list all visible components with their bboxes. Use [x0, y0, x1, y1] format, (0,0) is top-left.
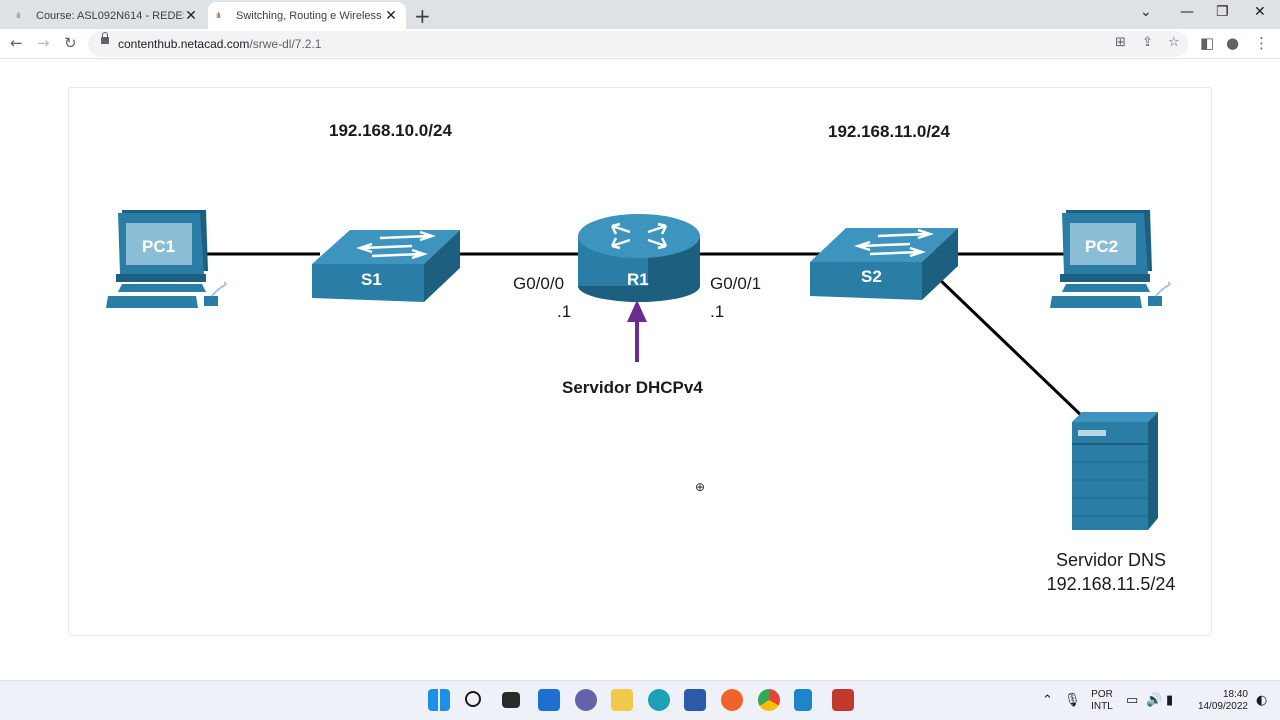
ip-label-right: .1 [710, 302, 725, 321]
reload-icon[interactable]: ↻ [64, 34, 77, 52]
restore-icon[interactable]: ❐ [1216, 4, 1229, 20]
pc2-label: PC2 [1085, 237, 1119, 256]
network-label-right: 192.168.11.0/24 [828, 122, 950, 141]
chrome-icon[interactable] [758, 689, 780, 711]
volume-icon[interactable]: 🔊 [1146, 693, 1163, 708]
tab-strip: ılı Course: ASL092N614 - REDES DE ✕ ılı … [0, 0, 1280, 29]
profile-icon[interactable]: ● [1226, 34, 1240, 52]
s1-label: S1 [361, 270, 382, 289]
lock-icon [101, 32, 109, 44]
windows-start-icon[interactable] [428, 689, 450, 711]
widgets-icon[interactable] [538, 689, 560, 711]
tab-switching-routing[interactable]: ılı Switching, Routing e Wireless Es ✕ [208, 2, 406, 29]
back-icon[interactable]: ← [10, 34, 23, 52]
new-tab-button[interactable]: + [414, 4, 431, 28]
dhcp-arrow [627, 300, 647, 362]
cisco-icon: ılı [216, 11, 221, 20]
language-indicator[interactable]: POR INTL [1088, 689, 1116, 713]
r1-router-icon [578, 214, 700, 302]
menu-icon[interactable]: ⋮ [1254, 34, 1269, 52]
address-bar[interactable]: contenthub.netacad.com/srwe-dl/7.2.1 ⊞ ⇪… [88, 31, 1188, 57]
keyboard-layout: INTL [1091, 701, 1113, 712]
dns-server-icon [1072, 412, 1158, 530]
browser-toolbar: ← → ↻ contenthub.netacad.com/srwe-dl/7.2… [0, 29, 1280, 59]
clock-date: 14/09/2022 [1197, 701, 1248, 712]
clock[interactable]: 18:40 14/09/2022 [1190, 689, 1248, 713]
page-content: 192.168.10.0/24 192.168.11.0/24 PC1 PC2 … [0, 60, 1280, 680]
tab-title: Course: ASL092N614 - REDES DE [36, 9, 184, 22]
chat-icon[interactable] [575, 689, 597, 711]
close-window-icon[interactable]: ✕ [1254, 4, 1266, 20]
link-s2-dns [936, 276, 1086, 420]
network-label-left: 192.168.10.0/24 [329, 121, 452, 140]
store-icon[interactable] [684, 689, 706, 711]
close-icon[interactable]: ✕ [185, 7, 197, 24]
url-text[interactable]: contenthub.netacad.com/srwe-dl/7.2.1 [118, 37, 322, 51]
topology-diagram [106, 210, 1171, 530]
close-icon[interactable]: ✕ [385, 7, 397, 24]
dhcp-server-label: Servidor DHCPv4 [562, 378, 703, 397]
zoom-cursor-icon: ⊕ [695, 480, 706, 494]
firefox-icon[interactable] [721, 689, 743, 711]
tab-search-icon[interactable]: ⌄ [1140, 4, 1152, 20]
interface-label-left: G0/0/0 [513, 274, 565, 293]
cisco-icon: ılı [16, 11, 21, 20]
notification-icon[interactable]: ◐ [1256, 693, 1268, 708]
r1-label: R1 [627, 270, 649, 289]
edge-icon[interactable] [648, 689, 670, 711]
search-icon[interactable] [465, 691, 481, 707]
pc2-icon [1050, 210, 1171, 308]
language-code: POR [1091, 689, 1113, 700]
forward-icon[interactable]: → [37, 34, 50, 52]
side-panel-icon[interactable]: ◧ [1200, 34, 1215, 52]
chevron-up-icon[interactable]: ⌃ [1042, 693, 1053, 708]
file-explorer-icon[interactable] [611, 689, 633, 711]
s2-label: S2 [861, 267, 882, 286]
share-icon[interactable]: ⇪ [1142, 35, 1153, 50]
minimize-icon[interactable]: — [1180, 4, 1194, 20]
ip-label-left: .1 [557, 302, 572, 321]
dns-server-ip: 192.168.11.5/24 [1046, 574, 1176, 594]
s1-switch-icon [312, 230, 460, 302]
notepad-icon[interactable] [794, 689, 812, 711]
dns-server-name: Servidor DNS [1055, 550, 1167, 570]
translate-icon[interactable]: ⊞ [1115, 35, 1126, 50]
interface-label-right: G0/0/1 [710, 274, 762, 293]
battery-icon[interactable]: ▮ [1166, 693, 1174, 708]
tab-course[interactable]: ılı Course: ASL092N614 - REDES DE ✕ [8, 2, 206, 29]
dns-server-label: Servidor DNS 192.168.11.5/24 [1030, 550, 1192, 595]
tab-title: Switching, Routing e Wireless Es [236, 9, 384, 22]
microphone-icon[interactable]: 🎙 [1064, 693, 1081, 708]
s2-switch-icon [810, 228, 958, 300]
bookmark-star-icon[interactable]: ☆ [1168, 35, 1180, 50]
clock-time: 18:40 [1222, 689, 1248, 700]
pc1-icon [106, 210, 227, 308]
display-icon[interactable]: ▭ [1126, 693, 1139, 708]
taskbar: ⌃ 🎙 POR INTL ▭ 🔊 ▮ 18:40 14/09/2022 ◐ [0, 680, 1280, 720]
pc1-label: PC1 [142, 237, 176, 256]
task-view-icon[interactable] [502, 692, 520, 708]
recorder-icon[interactable] [832, 689, 854, 711]
topology-figure [68, 87, 1212, 636]
